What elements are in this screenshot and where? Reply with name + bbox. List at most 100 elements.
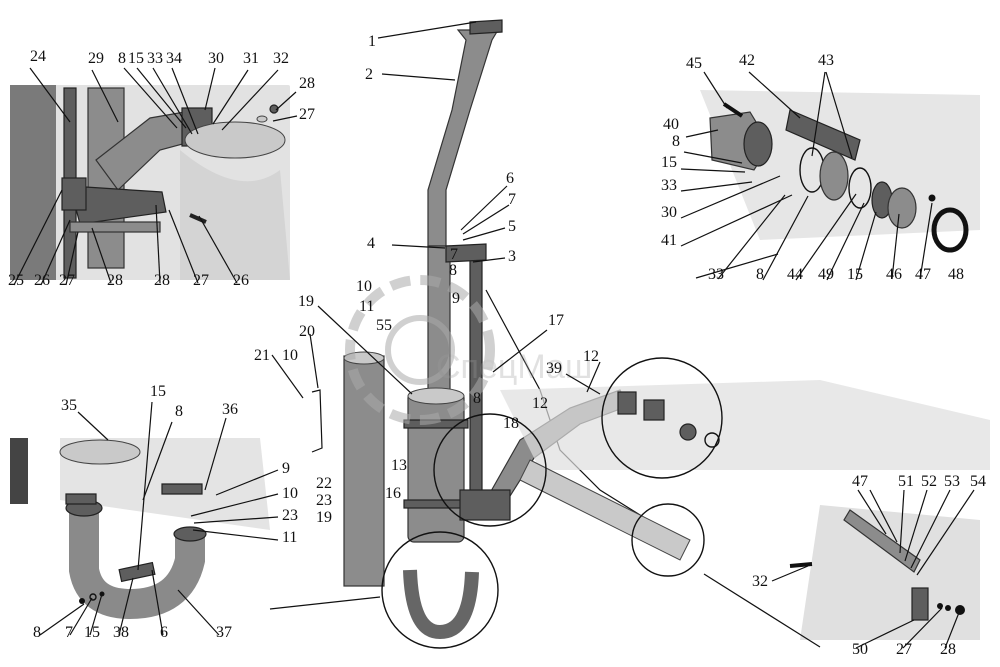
detail-circle-right: [601, 357, 723, 479]
part-label-8f: 8: [175, 403, 183, 420]
leader-line: [91, 69, 119, 123]
leader-line: [168, 209, 199, 284]
part-label-11a: 11: [359, 298, 374, 315]
part-label-33a: 33: [147, 50, 163, 67]
detail-circle-rod: [631, 503, 705, 577]
leader-line: [193, 516, 279, 524]
part-label-43: 43: [818, 52, 834, 69]
part-label-8d: 8: [672, 133, 680, 150]
part-label-47a: 47: [915, 266, 931, 283]
part-label-53: 53: [944, 473, 960, 490]
leader-line: [155, 204, 161, 284]
part-label-8e: 8: [756, 266, 764, 283]
leader-line: [152, 67, 193, 135]
leader-line: [198, 215, 238, 284]
part-label-28a: 28: [299, 75, 315, 92]
part-label-51: 51: [898, 473, 914, 490]
part-label-45: 45: [686, 55, 702, 72]
part-label-38: 38: [113, 624, 129, 641]
part-label-55: 55: [376, 317, 392, 334]
part-label-16: 16: [385, 485, 401, 502]
leader-line: [204, 67, 216, 111]
part-label-39: 39: [546, 360, 562, 377]
part-label-26a: 26: [34, 272, 50, 289]
part-label-46: 46: [886, 266, 902, 283]
leader-line: [77, 411, 109, 441]
detail-circle-bottom: [381, 531, 499, 649]
leader-line: [171, 67, 199, 135]
inset-top-right: [700, 90, 980, 253]
part-label-26b: 26: [233, 272, 249, 289]
leader-line: [381, 73, 456, 81]
part-label-8c: 8: [118, 50, 126, 67]
part-label-30a: 30: [208, 50, 224, 67]
leader-line: [680, 168, 746, 173]
part-label-28c: 28: [154, 272, 170, 289]
leader-line: [826, 202, 865, 281]
leader-line: [680, 194, 793, 247]
part-label-23b: 23: [282, 507, 298, 524]
leader-line: [65, 231, 79, 286]
leader-line: [683, 151, 743, 164]
part-label-23a: 23: [316, 492, 332, 509]
part-label-22: 22: [316, 475, 332, 492]
leader-line: [916, 489, 975, 576]
part-label-15e: 15: [84, 624, 100, 641]
leader-line: [192, 529, 279, 541]
part-label-44: 44: [787, 266, 803, 283]
leader-line: [462, 227, 506, 241]
leader-line: [151, 569, 164, 636]
leader-line: [275, 91, 297, 111]
part-label-54: 54: [970, 473, 986, 490]
part-label-6b: 6: [160, 624, 168, 641]
part-label-8g: 8: [33, 624, 41, 641]
leader-line: [919, 202, 933, 280]
leader-line: [795, 193, 857, 281]
part-label-8b: 8: [473, 390, 481, 407]
leader-line: [271, 354, 304, 399]
part-label-27a: 27: [299, 106, 315, 123]
part-label-6a: 6: [506, 170, 514, 187]
part-label-5: 5: [508, 218, 516, 235]
part-label-8a: 8: [449, 262, 457, 279]
part-label-19a: 19: [298, 293, 314, 310]
leader-line: [680, 181, 753, 192]
part-label-33c: 33: [708, 266, 724, 283]
part-label-33b: 33: [661, 177, 677, 194]
leader-line: [748, 71, 801, 119]
leader-line: [685, 129, 719, 138]
part-label-35: 35: [61, 397, 77, 414]
leader-line: [680, 175, 781, 219]
leader-line: [472, 257, 506, 263]
part-label-10a: 10: [356, 278, 372, 295]
part-label-47b: 47: [852, 473, 868, 490]
part-label-9a: 9: [452, 290, 460, 307]
inset-bottom-left: [10, 438, 270, 620]
part-label-36: 36: [222, 401, 238, 418]
part-label-27c: 27: [193, 272, 209, 289]
part-label-49: 49: [818, 266, 834, 283]
part-label-1: 1: [368, 33, 376, 50]
leader-line: [391, 244, 446, 249]
leader-line: [695, 253, 779, 279]
part-label-15d: 15: [150, 383, 166, 400]
part-label-27b: 27: [59, 272, 75, 289]
part-label-41: 41: [661, 232, 677, 249]
leader-line: [899, 489, 905, 554]
leader-line: [215, 469, 279, 496]
part-label-32b: 32: [752, 573, 768, 590]
leader-line: [142, 421, 173, 501]
part-label-9b: 9: [282, 460, 290, 477]
part-label-11b: 11: [282, 529, 297, 546]
part-label-7a: 7: [508, 191, 516, 208]
part-label-17: 17: [548, 312, 564, 329]
leader-line: [212, 69, 249, 125]
leader-line: [123, 67, 178, 129]
part-label-20: 20: [299, 323, 315, 340]
leader-line: [857, 489, 887, 535]
part-label-10c: 10: [282, 485, 298, 502]
part-label-4: 4: [367, 235, 375, 252]
leader-line: [269, 596, 381, 610]
